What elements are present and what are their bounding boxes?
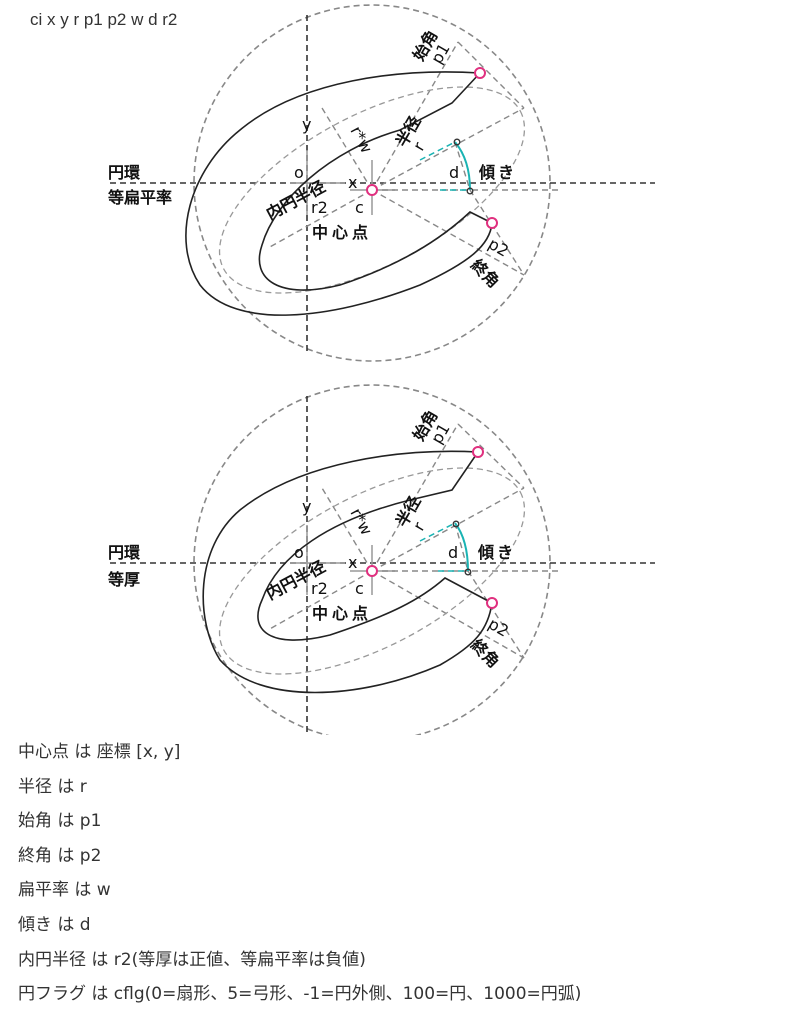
diagram-equal-thickness: 円環 等厚 始角 p1 半径 r r*w y o x c 内円半径 r2 中心点… [107,384,655,735]
side-label-ring: 円環 [108,543,141,562]
start-point-marker [474,67,486,79]
label-c: c [355,579,364,598]
legend-inner-radius: 内円半径 は r2(等厚は正値、等扁平率は負値) [18,949,366,970]
label-x: x [348,553,357,572]
label-o: o [294,543,304,562]
legend-end-angle: 終角 は p2 [18,845,102,866]
legend-flatness: 扁平率 は w [18,880,111,901]
parameter-legend: 中心点 は 座標 [x, y] 半径 は r 始角 は p1 終角 は p2 扁… [18,735,581,1012]
ring-shape [202,450,493,694]
label-rw: r*w [346,123,376,156]
label-d: d [448,543,458,562]
label-rw: r*w [346,505,376,538]
side-label-type: 等厚 [107,570,140,589]
label-y: y [302,115,311,134]
end-point-marker [486,217,498,229]
label-r: r [409,138,429,154]
label-center-point: 中心点 [312,223,372,242]
label-c: c [355,198,364,217]
label-p2: p2 [485,234,512,261]
side-label-type: 等扁平率 [107,188,172,207]
label-o: o [294,163,304,182]
label-d: d [449,163,459,182]
label-tilt: 傾き [477,543,516,562]
center-marker [366,184,378,196]
label-r2: r2 [311,579,328,598]
label-end-angle: 終角 [467,635,503,671]
diagram-equal-flatness: 円環 等扁平率 始角 p1 半径 r r*w y o x c 内円半径 r2 中… [107,4,655,362]
legend-start-angle: 始角 は p1 [18,811,102,832]
legend-radius: 半径 は r [18,776,87,797]
ring-shape [185,71,493,316]
start-point-marker [472,446,484,458]
label-r: r [409,518,429,534]
label-tilt: 傾き [478,163,517,182]
command-signature: ci x y r p1 p2 w d r2 [30,10,178,29]
legend-circle-flag: 円フラグ は cflg(0=扇形、5=弓形、-1=円外側、100=円、1000=… [18,984,582,1005]
label-y: y [302,497,311,516]
center-marker [366,565,378,577]
legend-tilt: 傾き は d [18,914,91,935]
label-center-point: 中心点 [312,604,372,623]
label-r2: r2 [311,198,328,217]
end-point-marker [486,597,498,609]
side-label-ring: 円環 [108,163,141,182]
label-x: x [348,173,357,192]
legend-center: 中心点 は 座標 [x, y] [18,742,181,762]
